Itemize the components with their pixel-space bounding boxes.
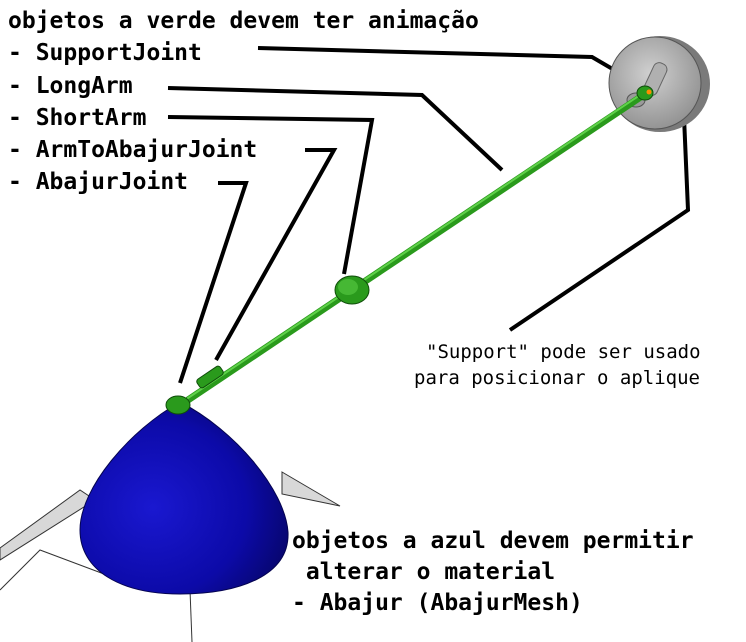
blue-note-line-3: - Abajur (AbajurMesh): [292, 590, 583, 616]
green-item-longarm: - LongArm: [8, 73, 133, 99]
support-note-line-1: "Support" pode ser usado: [426, 341, 701, 363]
background-mesh: [0, 471, 341, 642]
abajur-mesh: [79, 395, 289, 595]
leader-supportjoint: [257, 46, 647, 90]
green-item-abajurjoint: - AbajurJoint: [8, 169, 189, 195]
support-disk: [608, 36, 710, 132]
green-item-shortarm: - ShortArm: [8, 105, 147, 131]
blue-note-line-2: alterar o material: [292, 559, 556, 585]
long-arm: [348, 88, 652, 294]
leader-abajurjoint: [178, 181, 249, 384]
green-item-armtoabajurjoint: - ArmToAbajurJoint: [8, 137, 258, 163]
leader-support: [508, 116, 691, 332]
abajur-joint: [165, 395, 191, 415]
leader-longarm: [167, 86, 504, 172]
support-note-line-2: para posicionar o aplique: [414, 367, 700, 389]
green-item-supportjoint: - SupportJoint: [8, 40, 202, 66]
animated-arm: [184, 85, 654, 404]
leader-armtoabajurjoint: [214, 148, 338, 361]
green-note-title: objetos a verde devem ter animação: [8, 8, 479, 34]
arm-to-abajur-joint: [196, 365, 224, 389]
leader-shortarm: [167, 115, 375, 275]
short-arm: [184, 286, 356, 404]
leader-lines: [167, 46, 691, 384]
blue-note-line-1: objetos a azul devem permitir: [292, 528, 694, 554]
